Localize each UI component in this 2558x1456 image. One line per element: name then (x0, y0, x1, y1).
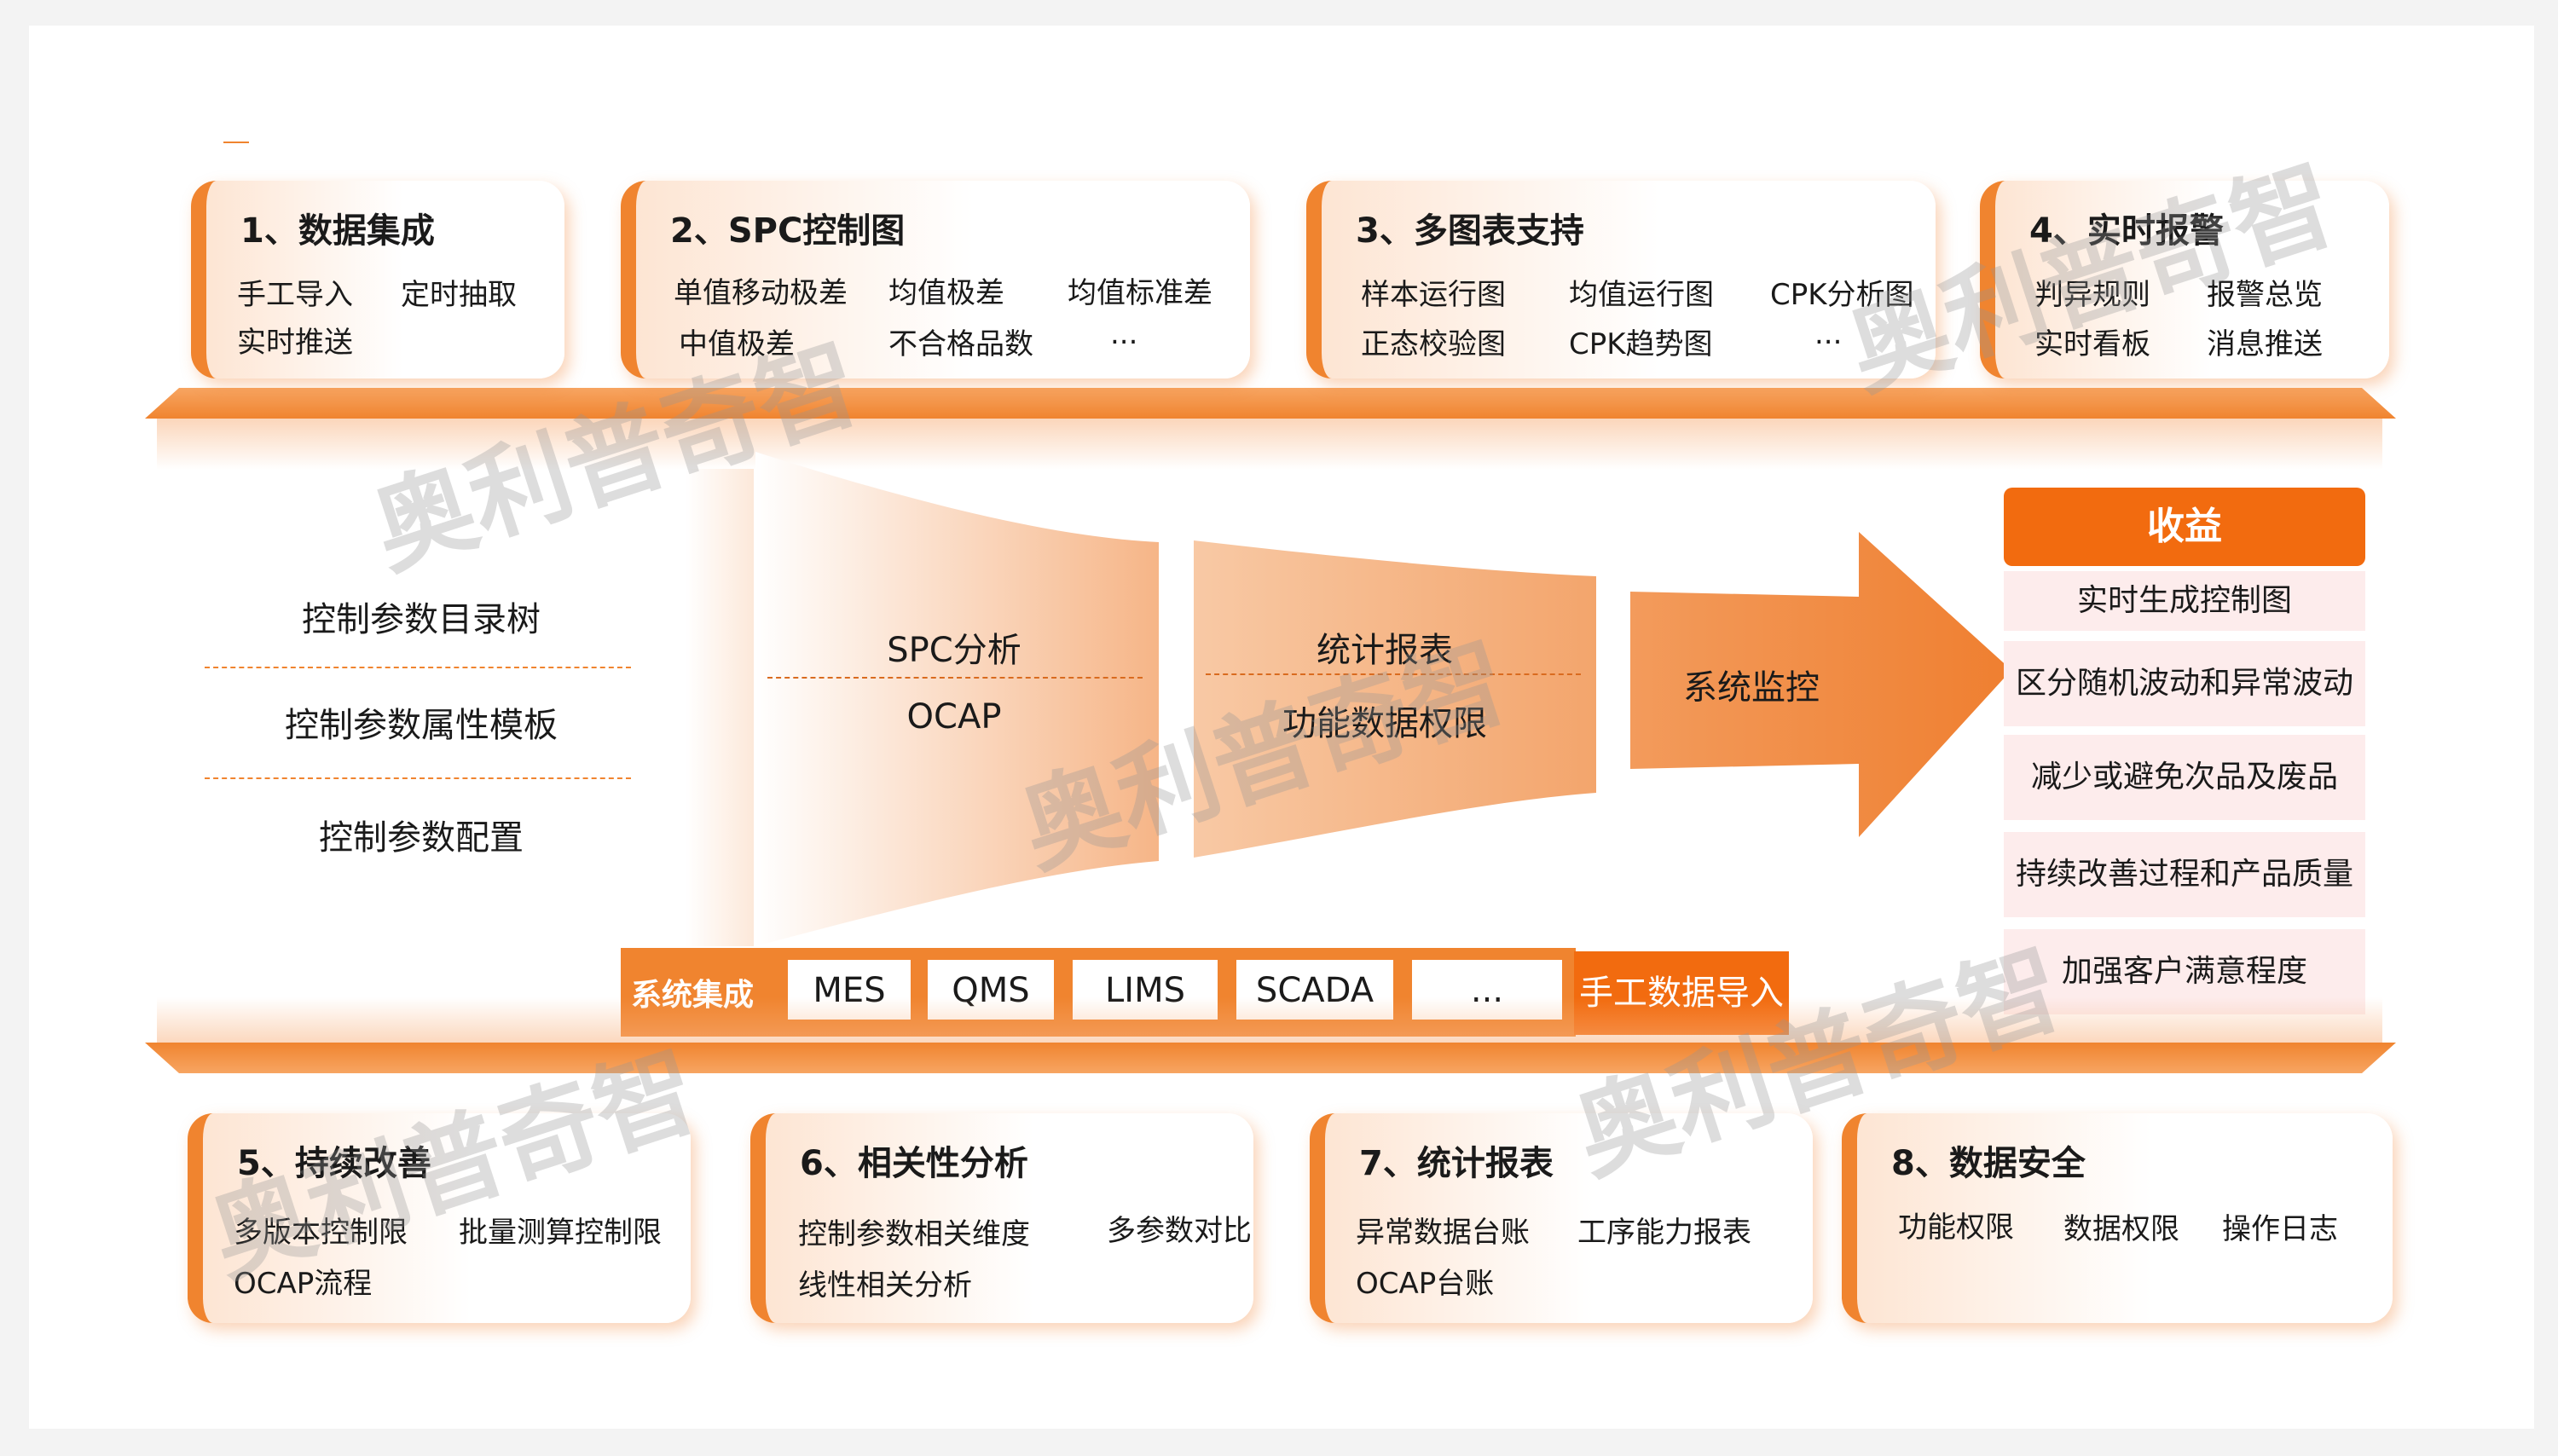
benefit-item: 实时生成控制图 (2004, 571, 2365, 631)
benefit-item: 减少或避免次品及废品 (2004, 735, 2365, 820)
left-list-item: 控制参数属性模板 (285, 706, 558, 745)
card-item: ... (1814, 317, 1843, 351)
benefit-item: 区分随机波动和异常波动 (2004, 641, 2365, 726)
card-item: 单值移动极差 (674, 276, 848, 310)
card-continuous-improvement: 5、持续改善 多版本控制限 批量测算控制限 OCAP流程 (188, 1113, 691, 1323)
top-shelf-glow (157, 419, 2382, 470)
card-statistical-report: 7、统计报表 异常数据台账 工序能力报表 OCAP台账 (1310, 1113, 1813, 1323)
card-item: 异常数据台账 (1356, 1216, 1530, 1250)
left-panel-glow (686, 469, 754, 946)
card-item: 正态校验图 (1361, 327, 1506, 361)
card-item: 批量测算控制限 (459, 1216, 662, 1250)
card-item: CPK分析图 (1770, 278, 1914, 312)
card-item: 均值运行图 (1569, 278, 1714, 312)
card-item: 实时看板 (2034, 327, 2150, 361)
card-item: 数据权限 (2063, 1212, 2179, 1246)
card-title: 1、数据集成 (240, 211, 435, 251)
card-item: OCAP流程 (234, 1267, 373, 1301)
funnel-ocap: OCAP (906, 697, 1002, 737)
card-item: CPK趋势图 (1569, 327, 1713, 361)
funnel-divider (1206, 673, 1581, 675)
card-data-integration: 1、数据集成 手工导入 定时抽取 实时推送 (191, 181, 564, 378)
card-title: 6、相关性分析 (800, 1144, 1028, 1183)
card-item: OCAP台账 (1356, 1267, 1495, 1301)
top-shelf (145, 388, 2396, 419)
card-item: 功能权限 (1898, 1210, 2014, 1245)
card-item: 控制参数相关维度 (798, 1217, 1030, 1251)
bottom-shelf (145, 1043, 2396, 1073)
card-multi-chart: 3、多图表支持 样本运行图 均值运行图 CPK分析图 正态校验图 CPK趋势图 … (1306, 181, 1936, 378)
card-realtime-alarm: 4、实时报警 判异规则 报警总览 实时看板 消息推送 (1980, 181, 2389, 378)
card-title: 8、数据安全 (1891, 1144, 2086, 1183)
card-item: ... (1110, 317, 1138, 351)
card-item: 多版本控制限 (234, 1216, 408, 1250)
card-title: 7、统计报表 (1359, 1144, 1554, 1183)
slide: 1、数据集成 手工导入 定时抽取 实时推送 2、SPC控制图 单值移动极差 均值… (29, 26, 2534, 1429)
card-item: 操作日志 (2222, 1212, 2338, 1246)
funnel-divider (767, 677, 1143, 679)
card-item: 实时推送 (237, 326, 353, 360)
left-divider (205, 777, 631, 779)
left-list-item: 控制参数配置 (319, 818, 524, 858)
card-title: 2、SPC控制图 (670, 211, 906, 251)
card-item: 不合格品数 (888, 327, 1033, 361)
left-divider (205, 667, 631, 668)
card-item: 消息推送 (2207, 327, 2323, 361)
card-title: 5、持续改善 (237, 1144, 431, 1183)
benefit-item: 持续改善过程和产品质量 (2004, 832, 2365, 917)
funnel-data-permission: 功能数据权限 (1282, 704, 1487, 743)
accent-mark (223, 142, 249, 143)
funnel-stat-report: 统计报表 (1317, 631, 1453, 670)
card-item: 均值极差 (888, 276, 1004, 310)
bottom-shelf-glow (157, 997, 2382, 1045)
funnel-system-monitor: 系统监控 (1683, 668, 1820, 708)
card-item: 中值极差 (679, 327, 795, 361)
card-item: 多参数对比 (1107, 1214, 1252, 1248)
left-list-item: 控制参数目录树 (302, 600, 541, 639)
card-spc-control-chart: 2、SPC控制图 单值移动极差 均值极差 均值标准差 中值极差 不合格品数 ..… (621, 181, 1250, 378)
funnel-spc-analysis: SPC分析 (887, 631, 1021, 670)
card-data-security: 8、数据安全 功能权限 数据权限 操作日志 (1842, 1113, 2393, 1323)
card-item: 报警总览 (2207, 278, 2323, 312)
card-correlation-analysis: 6、相关性分析 控制参数相关维度 多参数对比 线性相关分析 (750, 1113, 1253, 1323)
card-item: 均值标准差 (1068, 276, 1212, 310)
card-item: 线性相关分析 (798, 1268, 972, 1303)
card-item: 定时抽取 (401, 278, 517, 312)
card-title: 4、实时报警 (2029, 211, 2224, 251)
funnel-graphic (755, 452, 2011, 946)
card-title: 3、多图表支持 (1356, 211, 1584, 251)
benefits-title: 收益 (2004, 488, 2365, 566)
card-item: 工序能力报表 (1577, 1216, 1751, 1250)
card-item: 样本运行图 (1361, 278, 1506, 312)
card-item: 判异规则 (2034, 278, 2150, 312)
card-item: 手工导入 (237, 278, 353, 312)
